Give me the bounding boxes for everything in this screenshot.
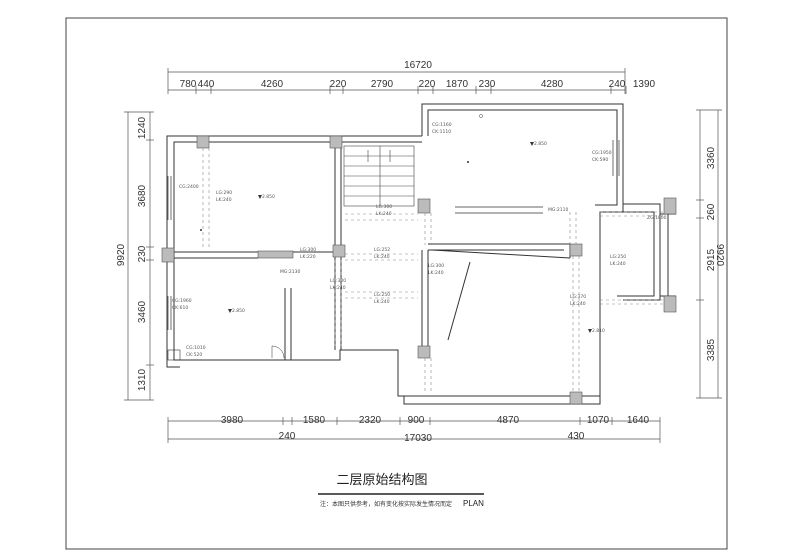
level-2: 2.850 xyxy=(534,141,547,147)
dim-bottom-total: 17030 xyxy=(404,433,432,444)
dim-right-2: 260 xyxy=(706,203,717,220)
label-lk240b: LK:240 xyxy=(376,211,392,217)
label-ck590: CK:590 xyxy=(592,157,608,163)
label-lk240e: LK:240 xyxy=(330,285,346,291)
level-3: 2.850 xyxy=(232,308,245,314)
label-lk240h: LK:240 xyxy=(570,301,586,307)
label-zg1800: ZG:1800 xyxy=(647,215,667,221)
right-dimension-lines xyxy=(696,109,722,399)
fixture-corner xyxy=(167,349,181,361)
walls xyxy=(166,103,676,405)
drain-point-3 xyxy=(200,229,202,231)
level-markers: 2.850 2.850 2.850 2.810 xyxy=(232,141,605,334)
label-lg250b: LG:250 xyxy=(374,292,390,298)
dim-top-11: 1390 xyxy=(633,79,656,90)
label-lg300b: LG:300 xyxy=(300,247,316,253)
label-cg2400: CG:2400 xyxy=(179,184,199,190)
dim-left-4: 3460 xyxy=(137,300,148,323)
dim-left-1: 1240 xyxy=(137,116,148,139)
level-4: 2.810 xyxy=(592,328,605,334)
label-lg300d: LG:300 xyxy=(330,278,346,284)
label-lk240f: LK:240 xyxy=(610,261,626,267)
dim-top-7: 1870 xyxy=(446,79,469,90)
annotations: CG:2400 LG:290 LK:240 CG:1160 CK:1110 CG… xyxy=(172,122,667,358)
staircase xyxy=(343,145,415,207)
dim-left-2: 3680 xyxy=(137,184,148,207)
label-lg290: LG:290 xyxy=(216,190,232,196)
dim-bottom-3: 2320 xyxy=(359,415,382,426)
label-lk240d: LK:240 xyxy=(428,270,444,276)
dim-top-6: 220 xyxy=(419,79,436,90)
dim-left-3: 230 xyxy=(137,245,148,262)
drain-point xyxy=(479,114,483,118)
dim-bottom-4: 900 xyxy=(408,415,425,426)
label-lg370: LG:370 xyxy=(570,294,586,300)
left-dimension-lines xyxy=(124,111,154,401)
drawing-frame xyxy=(65,17,728,550)
dim-left-total: 9920 xyxy=(116,243,127,266)
dim-right-3: 2915 xyxy=(706,248,717,271)
level-1: 2.850 xyxy=(262,194,275,200)
dim-top-9: 4280 xyxy=(541,79,564,90)
label-lk220: LK:220 xyxy=(300,254,316,260)
dim-top-1: 780 xyxy=(180,79,197,90)
label-lk240a: LK:240 xyxy=(216,197,232,203)
drawing-title: 二层原始结构图 xyxy=(336,473,427,488)
dim-bottom-lower-1: 240 xyxy=(279,431,296,442)
label-lg300a: LG:300 xyxy=(376,204,392,210)
dim-left-5: 1310 xyxy=(137,368,148,391)
drawing-note: 注：本图只供参考，如有变化按实际发生情况而定 xyxy=(320,500,452,508)
dim-top-5: 2790 xyxy=(371,79,394,90)
label-mg2110: MG:2110 xyxy=(548,207,568,213)
label-ck520: CK:520 xyxy=(186,352,202,358)
dim-top-total: 16720 xyxy=(404,60,432,71)
drain-point-2 xyxy=(467,161,469,163)
plan-label: PLAN xyxy=(463,499,484,508)
label-ck610: CK:610 xyxy=(172,305,188,311)
dim-top-8: 230 xyxy=(479,79,496,90)
label-lk240c: LK:240 xyxy=(374,254,390,260)
windows xyxy=(167,140,620,330)
label-lg252: LG:252 xyxy=(374,247,390,253)
top-dimension-lines xyxy=(167,68,627,94)
dim-top-3: 4260 xyxy=(261,79,284,90)
dim-bottom-5: 4870 xyxy=(497,415,520,426)
dim-bottom-lower-2: 430 xyxy=(568,431,585,442)
dim-top-4: 220 xyxy=(330,79,347,90)
bottom-dimension-lines xyxy=(167,417,661,443)
dim-top-10: 240 xyxy=(609,79,626,90)
columns xyxy=(161,135,677,405)
label-cg1160: CG:1160 xyxy=(432,122,452,128)
level-triangles xyxy=(228,142,592,333)
door-swing xyxy=(271,345,285,359)
dim-bottom-1: 3980 xyxy=(221,415,244,426)
dim-right-total: 9920 xyxy=(714,244,725,267)
label-lk240g: LK:240 xyxy=(374,299,390,305)
label-lg300c: LG:300 xyxy=(428,263,444,269)
label-mg2130: MG:2130 xyxy=(280,269,300,275)
label-cg1950: CG:1950 xyxy=(592,150,612,156)
dim-bottom-7: 1640 xyxy=(627,415,650,426)
dim-right-4: 3385 xyxy=(706,338,717,361)
label-lg250a: LG:250 xyxy=(610,254,626,260)
dim-bottom-2: 1580 xyxy=(303,415,326,426)
dim-top-2: 440 xyxy=(198,79,215,90)
beams xyxy=(202,148,664,392)
label-cg1010: CG:1010 xyxy=(186,345,206,351)
dim-bottom-6: 1070 xyxy=(587,415,610,426)
label-cg1960: CG:1960 xyxy=(172,298,192,304)
dim-right-1: 3360 xyxy=(706,146,717,169)
label-ck1110: CK:1110 xyxy=(432,129,451,135)
